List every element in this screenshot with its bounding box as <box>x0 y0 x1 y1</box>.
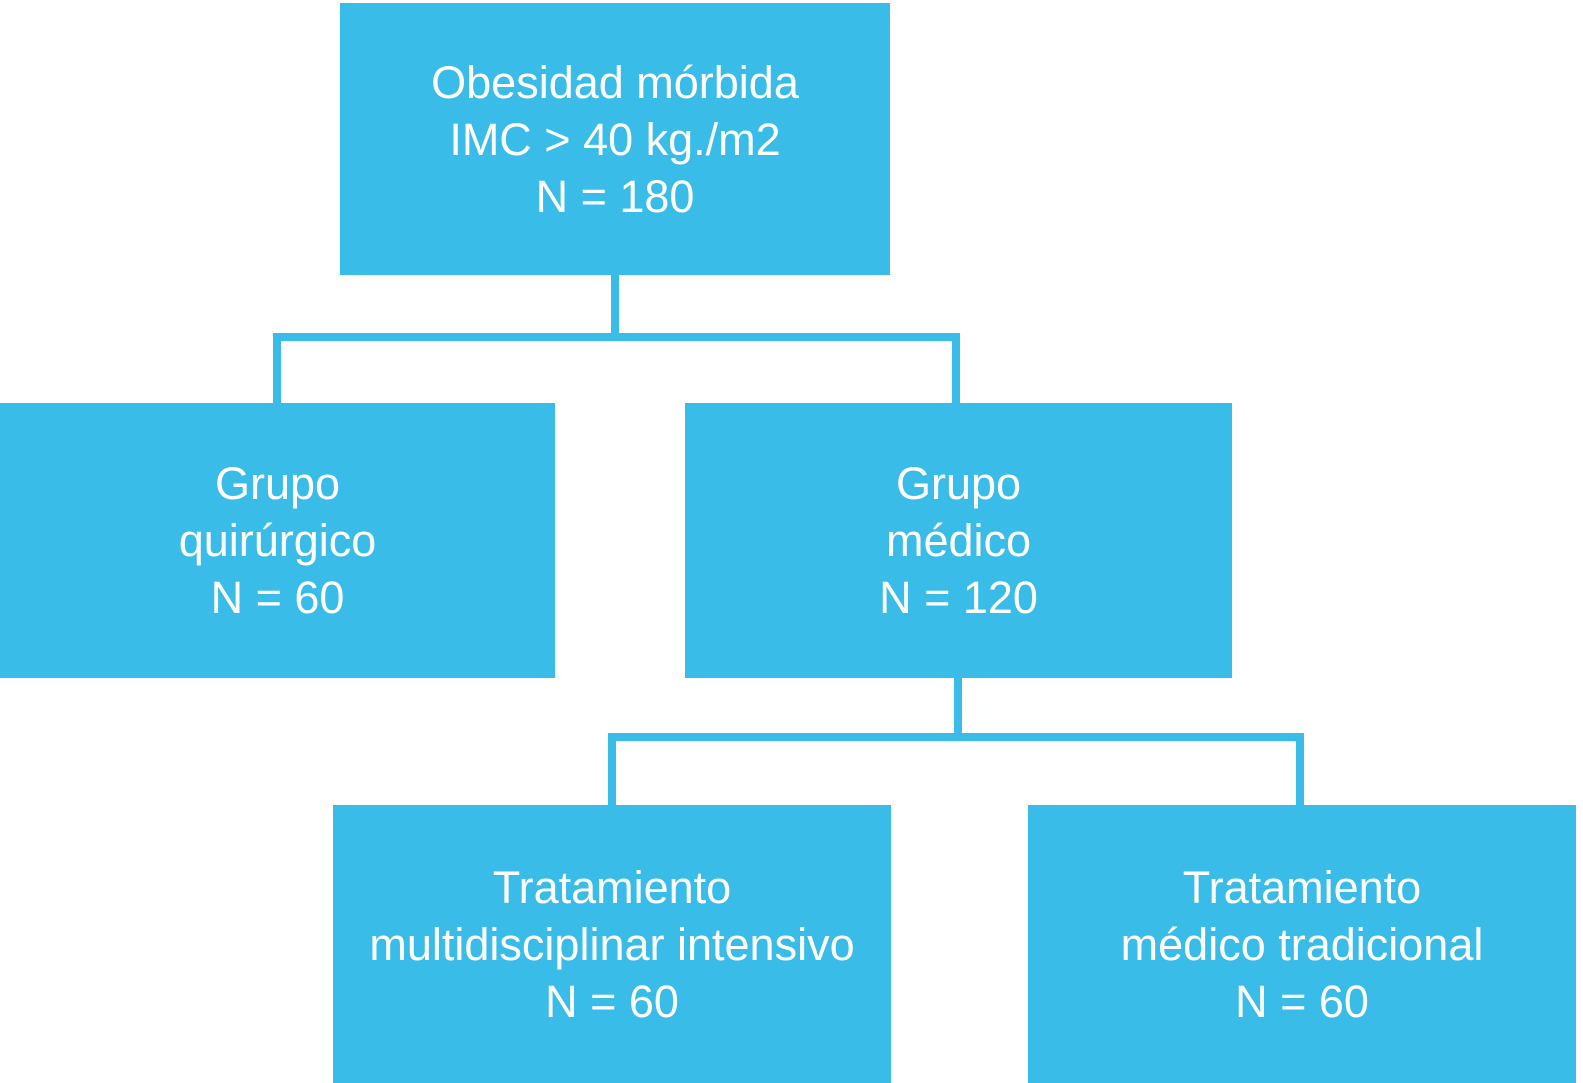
node-subtitle-line: médico <box>885 515 1032 566</box>
node-title-line: Tratamiento <box>1182 861 1422 913</box>
connector-root-horizontal-bar <box>273 333 960 341</box>
node-count-line: N = 120 <box>879 572 1038 623</box>
node-subtitle-line: quirúrgico <box>178 515 377 566</box>
connector-drop-to-medical <box>952 333 960 403</box>
connector-drop-to-surgical <box>273 333 281 403</box>
node-subtitle-line: multidisciplinar intensivo <box>369 918 855 970</box>
node-subtitle-line: médico tradicional <box>1120 918 1484 970</box>
node-obesidad-morbida: Obesidad mórbida IMC > 40 kg./m2 N = 180 <box>340 3 890 275</box>
node-grupo-quirurgico: Grupo quirúrgico N = 60 <box>0 403 555 678</box>
node-count-line: N = 180 <box>535 170 695 222</box>
node-count-line: N = 60 <box>1235 975 1369 1027</box>
node-title-line: Grupo <box>214 458 341 509</box>
connector-root-stem <box>611 275 619 341</box>
node-tratamiento-medico-tradicional: Tratamiento médico tradicional N = 60 <box>1028 805 1576 1083</box>
node-count-line: N = 60 <box>545 975 679 1027</box>
node-criteria-line: IMC > 40 kg./m2 <box>449 113 781 165</box>
node-grupo-medico: Grupo médico N = 120 <box>685 403 1232 678</box>
connector-drop-to-traditional <box>1296 733 1304 805</box>
connector-medical-stem <box>954 678 962 741</box>
node-title-line: Grupo <box>895 458 1022 509</box>
node-count-line: N = 60 <box>210 572 345 623</box>
node-tratamiento-multidisciplinar: Tratamiento multidisciplinar intensivo N… <box>333 805 891 1083</box>
connector-medical-horizontal-bar <box>608 733 1304 741</box>
connector-drop-to-intensive <box>608 733 616 805</box>
node-title-line: Obesidad mórbida <box>431 56 799 108</box>
node-title-line: Tratamiento <box>492 861 732 913</box>
